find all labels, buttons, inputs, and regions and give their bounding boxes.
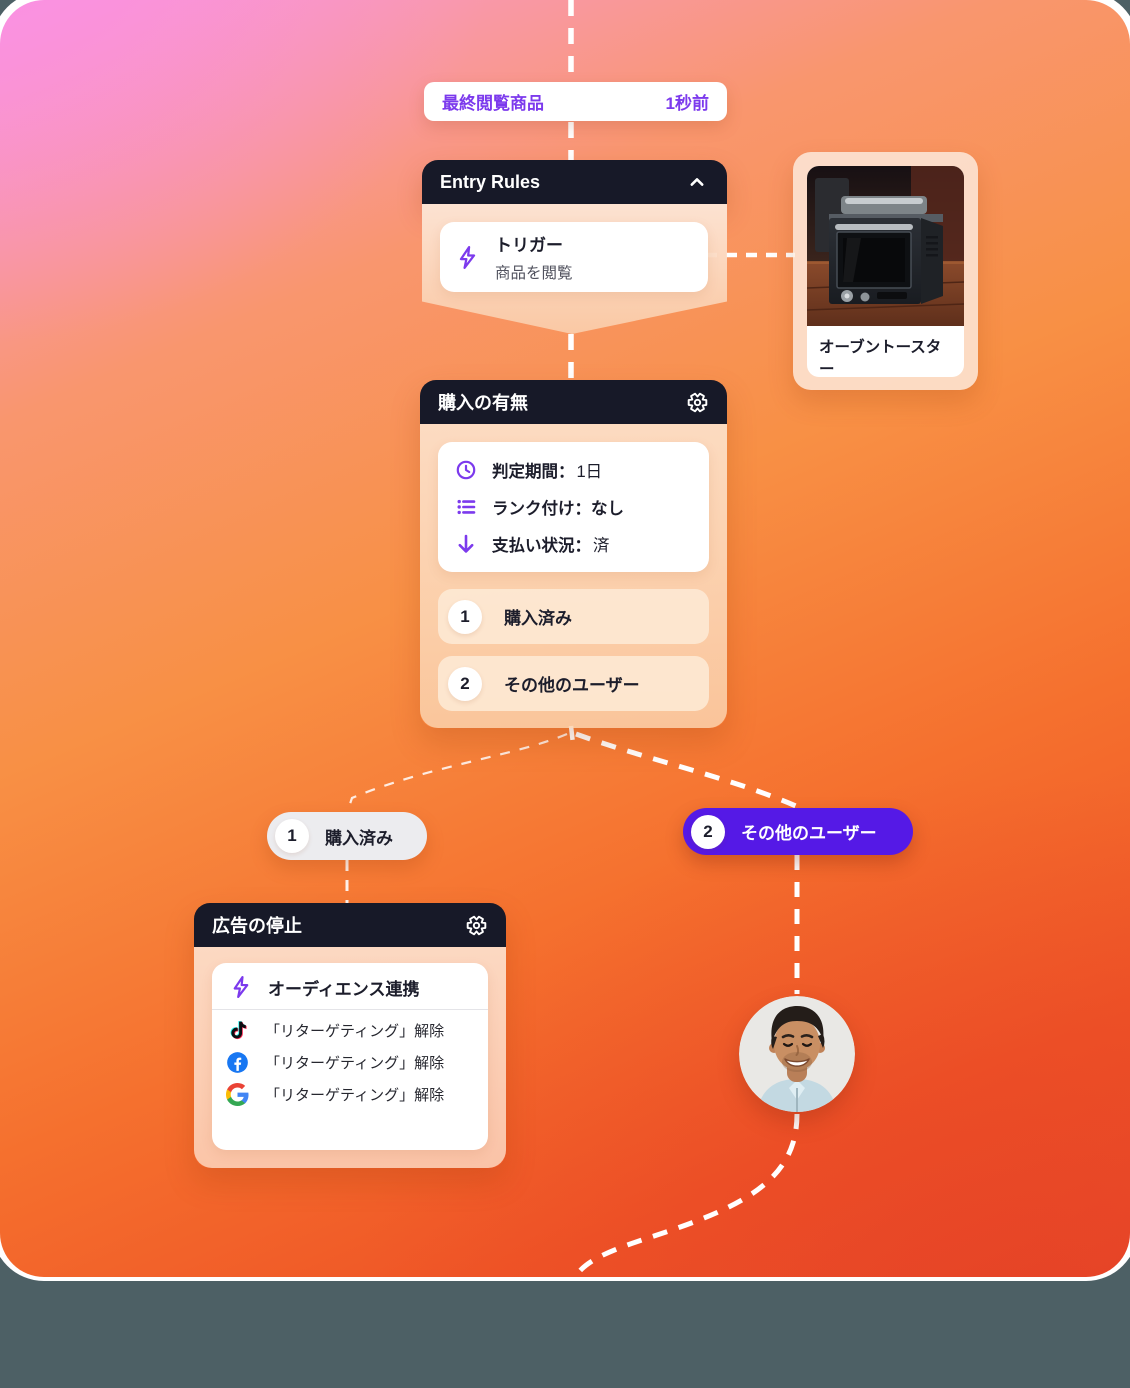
product-preview-card[interactable]: オーブントースター ¥12,000: [793, 152, 978, 390]
platform-row-google[interactable]: 「リターゲティング」解除: [212, 1074, 488, 1106]
product-name: オーブントースター: [819, 339, 942, 377]
branch-pill-others[interactable]: 2 その他のユーザー: [683, 808, 913, 855]
platform-row-facebook[interactable]: 「リターゲティング」解除: [212, 1042, 488, 1074]
arrow-down-icon: [458, 534, 474, 553]
branch-row-purchased[interactable]: 1 購入済み: [438, 589, 709, 644]
stop-ads-header: 広告の停止: [194, 903, 506, 947]
platform-row-label: 「リターゲティング」解除: [265, 1087, 445, 1104]
platform-row-tiktok[interactable]: 「リターゲティング」解除: [212, 1010, 488, 1042]
branch-number-badge: 2: [448, 666, 482, 701]
condition-row: ランク付け：なし: [454, 495, 693, 519]
product-inner-card: オーブントースター ¥12,000: [807, 166, 964, 377]
condition-value: 済: [593, 536, 610, 555]
branch-number-badge: 2: [691, 814, 725, 849]
condition-label: ランク付け：なし: [492, 499, 624, 518]
condition-row: 判定期間：1日: [454, 458, 693, 482]
tiktok-icon: [230, 1021, 247, 1040]
entry-rules-body: トリガー 商品を閲覧: [422, 204, 727, 334]
list-icon: [457, 499, 476, 515]
branch-number-badge: 1: [275, 819, 309, 853]
audience-sync-card: オーディエンス連携 「リターゲティング」解除 「リタ: [212, 963, 488, 1150]
gear-icon[interactable]: [686, 391, 709, 414]
audience-sync-label: オーディエンス連携: [268, 979, 420, 999]
trigger-card[interactable]: トリガー 商品を閲覧: [440, 222, 708, 292]
platform-row-label: 「リターゲティング」解除: [265, 1023, 445, 1040]
facebook-icon: [227, 1052, 248, 1073]
condition-value: 1日: [576, 463, 603, 482]
trigger-desc: 商品を閲覧: [495, 265, 573, 282]
branch-row-others[interactable]: 2 その他のユーザー: [438, 656, 709, 711]
stop-ads-title: 広告の停止: [212, 916, 302, 936]
branch-row-label: その他のユーザー: [504, 676, 640, 695]
chevron-up-icon[interactable]: [685, 170, 709, 194]
divider: [212, 1009, 488, 1010]
entry-rules-node[interactable]: Entry Rules トリガー 商品を閲覧: [422, 160, 727, 334]
purchase-node-title: 購入の有無: [438, 393, 528, 413]
condition-label: 判定期間：: [492, 463, 575, 482]
lightning-icon: [459, 245, 476, 269]
gear-icon[interactable]: [465, 914, 488, 937]
audience-sync-row[interactable]: オーディエンス連携: [212, 963, 488, 1009]
clock-icon: [456, 461, 476, 480]
product-image: [807, 166, 964, 326]
condition-row: 支払い状況：済: [454, 532, 693, 556]
badge-time: 1秒前: [665, 94, 709, 113]
branch-number-badge: 1: [448, 599, 482, 634]
branch-row-label: 購入済み: [504, 609, 572, 628]
purchase-node-header: 購入の有無: [420, 380, 727, 424]
user-avatar: [739, 996, 855, 1112]
branch-pill-purchased[interactable]: 1 購入済み: [267, 812, 427, 860]
branch-pill-label: 購入済み: [325, 828, 393, 848]
entry-rules-title: Entry Rules: [440, 171, 541, 192]
branch-pill-label: その他のユーザー: [741, 824, 877, 843]
avatar-photo: [739, 996, 855, 1112]
last-viewed-badge[interactable]: 最終閲覧商品 1秒前: [424, 82, 727, 121]
purchase-node-body: 判定期間：1日 ランク付け：なし 支払い状況：済 1: [420, 424, 727, 728]
stop-ads-node[interactable]: 広告の停止 オーディエンス連携: [194, 903, 506, 1168]
badge-label: 最終閲覧商品: [442, 94, 544, 113]
stop-ads-body: オーディエンス連携 「リターゲティング」解除 「リタ: [194, 947, 506, 1168]
condition-label: 支払い状況：: [492, 536, 591, 555]
google-icon: [226, 1083, 249, 1106]
entry-rules-header: Entry Rules: [422, 160, 727, 204]
trigger-label: トリガー: [495, 236, 563, 255]
conditions-card: 判定期間：1日 ランク付け：なし 支払い状況：済: [438, 442, 709, 572]
lightning-icon: [233, 975, 249, 999]
purchase-check-node[interactable]: 購入の有無 判定期間：1日: [420, 380, 727, 728]
platform-row-label: 「リターゲティング」解除: [265, 1055, 445, 1072]
